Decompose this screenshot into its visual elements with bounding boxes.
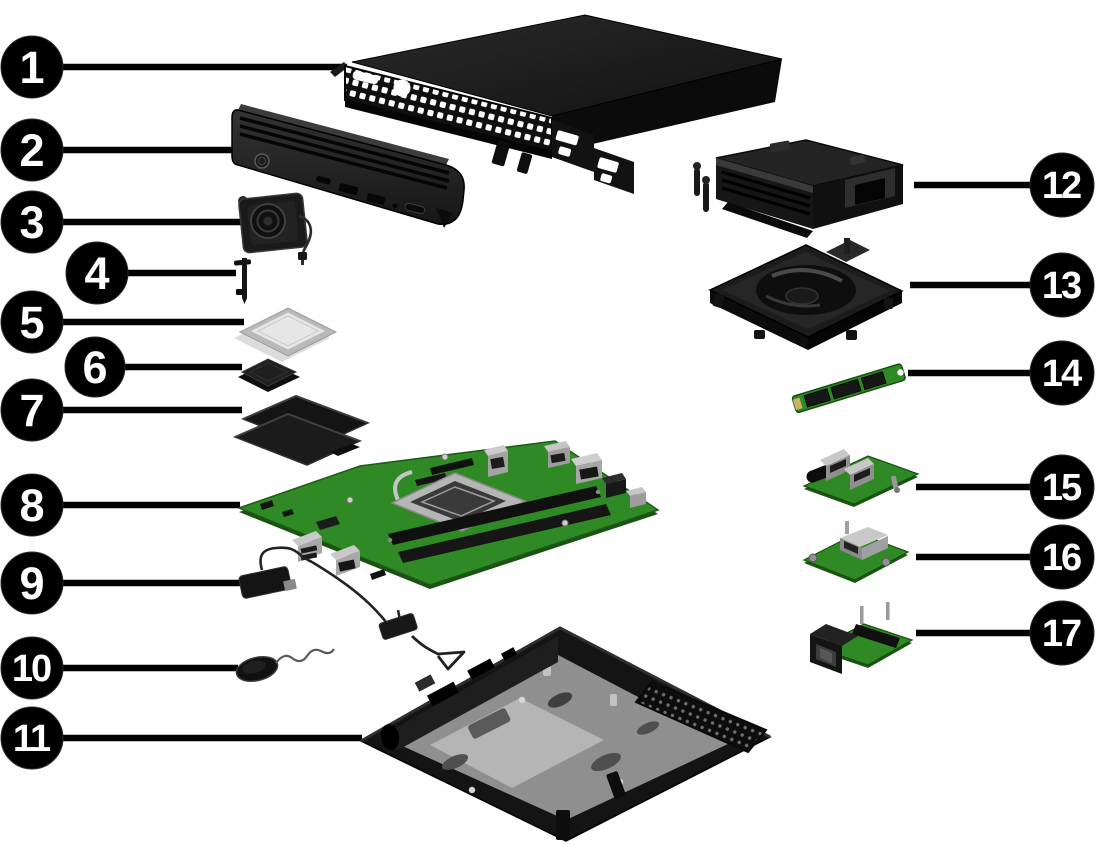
callout-11-number: 11 xyxy=(13,718,51,760)
callouts: 1 2 3 4 5 6 7 8 xyxy=(0,35,1095,770)
part-top-cover xyxy=(330,14,783,194)
callout-4-number: 4 xyxy=(84,248,109,299)
callout-2: 2 xyxy=(0,118,64,182)
part-rear-io-port-board xyxy=(810,602,914,674)
callout-17-number: 17 xyxy=(1042,613,1081,655)
part-fan-assembly xyxy=(708,238,904,350)
callout-1: 1 xyxy=(0,35,64,99)
callout-15-number: 15 xyxy=(1042,467,1082,509)
part-usb-port-board xyxy=(802,449,920,507)
callout-14-number: 14 xyxy=(1042,353,1082,395)
callout-6: 6 xyxy=(64,336,126,398)
part-heat-sink-plate xyxy=(238,358,300,392)
callout-1-number: 1 xyxy=(19,42,44,93)
callout-6-number: 6 xyxy=(82,342,107,393)
callout-10-number: 10 xyxy=(12,648,51,690)
callout-11: 11 xyxy=(0,706,64,770)
part-connector-board xyxy=(802,521,910,583)
part-chassis xyxy=(359,626,772,842)
part-rtc-battery xyxy=(235,648,335,683)
callout-8-number: 8 xyxy=(19,480,44,531)
part-drive-cage xyxy=(693,139,904,238)
callout-12: 12 xyxy=(1029,152,1095,218)
callout-14: 14 xyxy=(1029,340,1095,406)
callout-9-number: 9 xyxy=(19,558,44,609)
part-screw-post xyxy=(234,258,252,304)
callout-5: 5 xyxy=(0,290,64,354)
callout-8: 8 xyxy=(0,473,64,537)
callout-15: 15 xyxy=(1029,454,1095,520)
callout-13: 13 xyxy=(1029,252,1095,318)
callout-3-number: 3 xyxy=(19,197,44,248)
part-system-board xyxy=(236,440,660,589)
callout-13-number: 13 xyxy=(1042,265,1081,307)
callout-12-number: 12 xyxy=(1042,165,1081,207)
part-drive-shield-plates xyxy=(233,394,370,466)
callout-17: 17 xyxy=(1029,600,1095,666)
part-processor xyxy=(234,307,338,362)
callout-2-number: 2 xyxy=(19,125,44,176)
part-speaker xyxy=(238,192,313,265)
callout-16-number: 16 xyxy=(1042,537,1081,579)
callout-4: 4 xyxy=(65,241,129,305)
callout-7: 7 xyxy=(0,378,64,442)
part-m2-ssd xyxy=(791,363,906,414)
part-antenna-cable xyxy=(238,546,466,671)
part-front-bezel xyxy=(231,104,465,228)
callout-10: 10 xyxy=(0,636,64,700)
callout-16: 16 xyxy=(1029,524,1095,590)
callout-7-number: 7 xyxy=(19,385,44,436)
callout-3: 3 xyxy=(0,190,64,254)
callout-5-number: 5 xyxy=(19,297,44,348)
callout-9: 9 xyxy=(0,551,64,615)
